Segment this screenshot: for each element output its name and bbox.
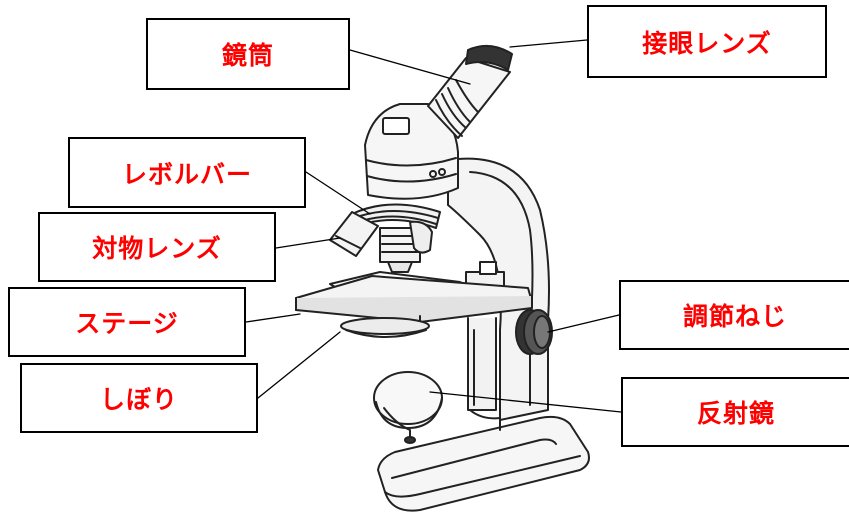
- label-revolver: レボルバー: [121, 159, 252, 189]
- stage-plate: [295, 275, 533, 323]
- label-box-taibutsu-lens: 対物レンズ: [38, 212, 276, 282]
- label-shibori: しぼり: [99, 385, 178, 414]
- label-box-revolver: レボルバー: [68, 137, 306, 208]
- leader-lines: [245, 39, 622, 413]
- mirror: [373, 371, 443, 444]
- label-chousetsu-neji: 調節ねじ: [682, 302, 787, 331]
- diaphragm: [340, 317, 430, 338]
- leader-setsugan: [509, 39, 588, 48]
- label-setsugan-lens: 接眼レンズ: [642, 28, 772, 58]
- pillar: [467, 317, 501, 431]
- leader-revolver: [305, 171, 371, 215]
- leader-kyoutou: [349, 49, 471, 85]
- label-stage: ステージ: [75, 309, 179, 338]
- leader-chousetsu: [547, 314, 620, 333]
- objective-lenses: [329, 211, 433, 273]
- eyepiece-tube: [427, 44, 513, 139]
- leader-shibori: [257, 331, 341, 399]
- label-box-shibori: しぼり: [20, 363, 258, 433]
- base: [377, 415, 590, 512]
- label-kyoutou: 鏡筒: [221, 41, 274, 70]
- label-taibutsu-lens: 対物レンズ: [92, 234, 222, 263]
- adjustment-knob: [515, 309, 553, 355]
- label-box-kyoutou: 鏡筒: [146, 18, 350, 90]
- leader-hansha: [429, 391, 622, 413]
- label-box-stage: ステージ: [8, 287, 246, 357]
- label-box-chousetsu-neji: 調節ねじ: [619, 280, 849, 350]
- leader-taibutsu: [275, 237, 341, 249]
- label-box-setsugan-lens: 接眼レンズ: [587, 5, 827, 78]
- leader-stage: [245, 313, 301, 323]
- label-hanshakyou: 反射鏡: [696, 399, 775, 428]
- label-box-hanshakyou: 反射鏡: [621, 377, 849, 447]
